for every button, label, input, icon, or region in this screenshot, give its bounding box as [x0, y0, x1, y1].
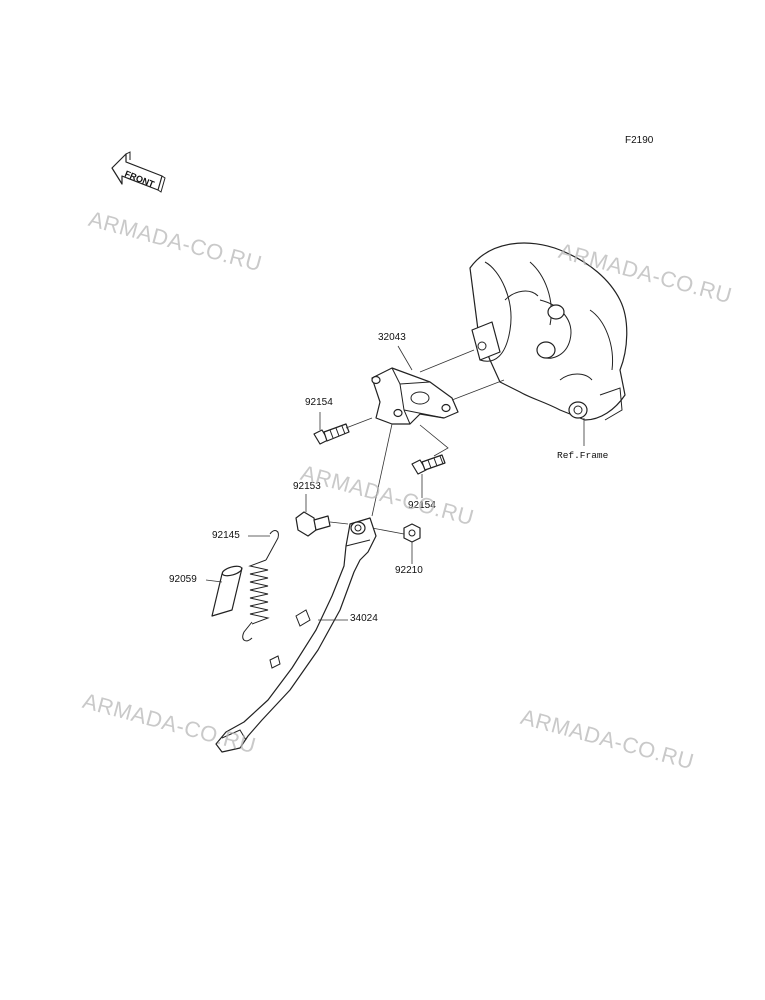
- diagram-code: F2190: [625, 135, 654, 146]
- side-stand-34024: [215, 517, 377, 753]
- collar-92059: [211, 565, 243, 617]
- leader-bracket-to-stand: [371, 423, 393, 517]
- bolt-92154-right: [411, 454, 446, 475]
- leader-32043: [397, 345, 413, 371]
- part-label-92145[interactable]: 92145: [212, 530, 240, 541]
- part-label-92059[interactable]: 92059: [169, 574, 197, 585]
- spring-92145: [242, 530, 279, 642]
- bolt-92153: [295, 511, 331, 537]
- part-label-92154-right[interactable]: 92154: [408, 500, 436, 511]
- front-arrow-icon: FRONT: [111, 151, 166, 193]
- alignment-line-upper: [419, 349, 475, 373]
- part-label-92154-left[interactable]: 92154: [305, 397, 333, 408]
- frame-section: [469, 242, 628, 421]
- leader-92059: [205, 579, 223, 583]
- alignment-line-bolt-right: [419, 424, 449, 457]
- alignment-line-lower: [451, 379, 505, 401]
- part-label-92210[interactable]: 92210: [395, 565, 423, 576]
- bolt-92154-left: [313, 423, 350, 445]
- part-label-32043[interactable]: 32043: [378, 332, 406, 343]
- part-label-92153[interactable]: 92153: [293, 481, 321, 492]
- nut-92210: [403, 523, 421, 543]
- reference-frame-label: Ref.Frame: [557, 450, 609, 461]
- part-label-34024[interactable]: 34024: [350, 613, 378, 624]
- bracket-32043: [371, 367, 459, 425]
